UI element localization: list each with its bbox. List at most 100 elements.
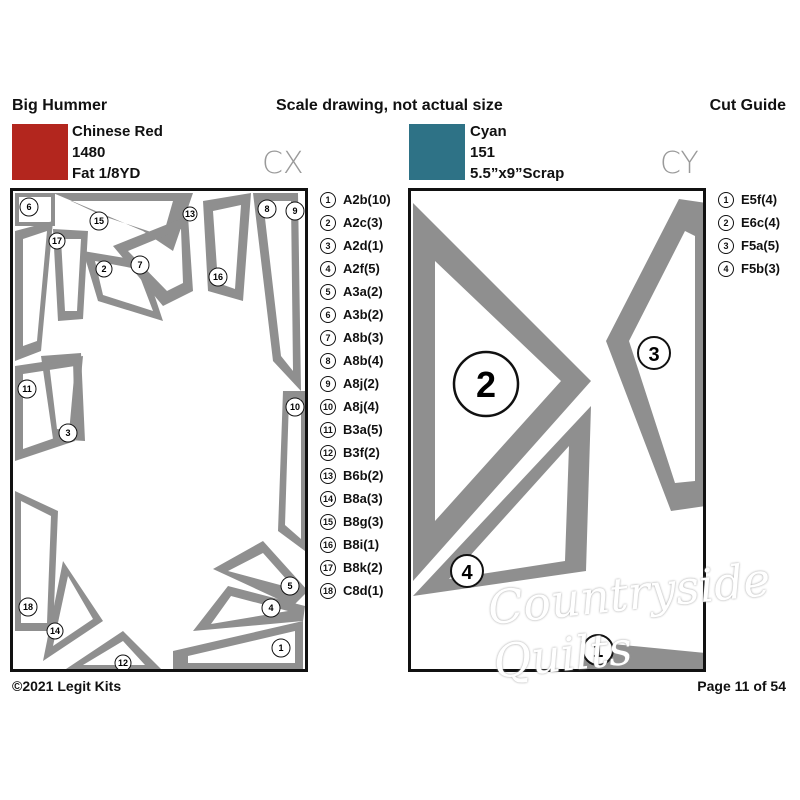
piece-18 [15, 491, 58, 631]
piece-code: A2d(1) [343, 238, 384, 253]
svg-text:15: 15 [94, 216, 104, 226]
piece-number-badge: 7 [320, 329, 336, 346]
label-7: 7 [130, 255, 150, 275]
piece-code: E6c(4) [741, 215, 781, 230]
label-13: 13 [182, 206, 198, 222]
cut-pieces-cy: 2 3 4 1 [413, 199, 703, 669]
piece-number-badge: 13 [320, 467, 336, 484]
piece-2 [413, 203, 591, 581]
label-6: 6 [19, 197, 39, 217]
piece-list-item: 3 A2d(1) [320, 234, 391, 257]
fabric-swatch-cx [12, 124, 68, 180]
piece-16 [203, 193, 251, 301]
piece-code: A2c(3) [343, 215, 383, 230]
svg-text:5: 5 [287, 581, 292, 591]
guide-label: Cut Guide [709, 97, 786, 114]
piece-number-badge: 9 [320, 375, 336, 392]
piece-code: B8g(3) [343, 514, 384, 529]
label-2: 2 [452, 350, 520, 418]
piece-17b [53, 229, 88, 321]
fabric-number-cy: 151 [470, 144, 496, 161]
label-1: 1 [271, 638, 291, 658]
label-17: 17 [48, 232, 66, 250]
piece-code: A2b(10) [343, 192, 391, 207]
label-2: 2 [95, 260, 113, 278]
label-4: 4 [450, 554, 484, 588]
piece-list-item: 12 B3f(2) [320, 441, 391, 464]
svg-text:7: 7 [137, 260, 142, 270]
piece-list-item: 5 A3a(2) [320, 280, 391, 303]
svg-text:6: 6 [26, 202, 31, 212]
svg-text:3: 3 [648, 344, 659, 366]
piece-list-item: 9 A8j(2) [320, 372, 391, 395]
piece-code: A8j(4) [343, 399, 380, 414]
label-15: 15 [89, 211, 109, 231]
piece-code: C8d(1) [343, 583, 384, 598]
piece-number-badge: 16 [320, 536, 336, 553]
piece-code: B8a(3) [343, 491, 383, 506]
piece-number-badge: 14 [320, 490, 336, 507]
label-10: 10 [285, 397, 305, 417]
label-18: 18 [18, 597, 38, 617]
cut-layout-cx: 6 15 13 8 9 17 2 7 16 11 3 10 18 14 12 1… [10, 188, 308, 672]
svg-text:1: 1 [278, 643, 283, 653]
piece-3 [41, 353, 85, 441]
fabric-code-cx: CX [262, 146, 304, 181]
svg-text:12: 12 [118, 658, 128, 668]
svg-text:16: 16 [213, 272, 223, 282]
piece-code: E5f(4) [741, 192, 778, 207]
fabric-number-cx: 1480 [72, 144, 106, 161]
piece-12 [66, 631, 161, 669]
piece-number-badge: 2 [320, 214, 336, 231]
copyright: ©2021 Legit Kits [12, 678, 122, 694]
svg-text:2: 2 [101, 264, 106, 274]
fabric-code-cy: CY [660, 146, 699, 181]
label-3: 3 [58, 423, 78, 443]
svg-text:4: 4 [268, 603, 273, 613]
piece-code: A8j(2) [343, 376, 380, 391]
piece-number-badge: 12 [320, 444, 336, 461]
svg-text:17: 17 [52, 236, 62, 246]
cut-pieces-cx: 6 15 13 8 9 17 2 7 16 11 3 10 18 14 12 1… [15, 193, 305, 669]
piece-number-badge: 4 [718, 260, 734, 277]
piece-code: F5a(5) [741, 238, 780, 253]
piece-number-badge: 8 [320, 352, 336, 369]
label-8: 8 [257, 199, 277, 219]
piece-number-badge: 1 [320, 191, 336, 208]
svg-text:9: 9 [292, 206, 297, 216]
label-9: 9 [285, 201, 305, 221]
label-14: 14 [46, 622, 64, 640]
piece-7 [113, 216, 193, 306]
piece-1 [173, 621, 303, 669]
piece-number-badge: 3 [320, 237, 336, 254]
piece-code: A3a(2) [343, 284, 383, 299]
piece-list-item: 10 A8j(4) [320, 395, 391, 418]
label-3: 3 [637, 336, 671, 370]
piece-list-item: 4 F5b(3) [718, 257, 780, 280]
piece-number-badge: 5 [320, 283, 336, 300]
scale-note: Scale drawing, not actual size [276, 97, 503, 114]
label-5: 5 [280, 576, 300, 596]
piece-list-item: 8 A8b(4) [320, 349, 391, 372]
piece-8 [253, 193, 301, 391]
piece-list-item: 1 A2b(10) [320, 188, 391, 211]
piece-code: A8b(4) [343, 353, 384, 368]
svg-text:11: 11 [22, 384, 32, 394]
piece-code: B3f(2) [343, 445, 380, 460]
piece-17 [15, 221, 53, 361]
label-11: 11 [17, 379, 37, 399]
piece-number-badge: 10 [320, 398, 336, 415]
piece-code: F5b(3) [741, 261, 780, 276]
